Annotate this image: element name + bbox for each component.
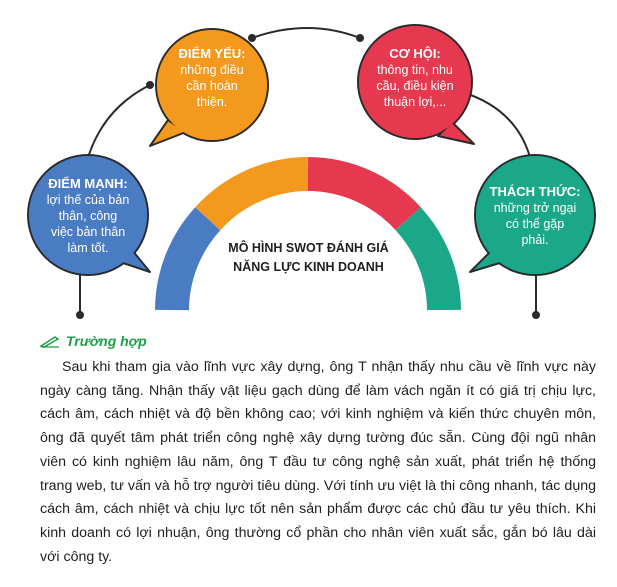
strength-line-3: việc bản thân — [50, 225, 126, 239]
bubble-threat-text: THÁCH THỨC: những trở ngại có thể gặp ph… — [475, 184, 595, 248]
swot-arc — [155, 157, 461, 311]
threat-line-1: những trở ngại — [493, 201, 577, 215]
opportunity-line-1: thông tin, nhu — [377, 63, 453, 77]
bubble-strength — [27, 154, 151, 276]
arc-weakness — [195, 157, 309, 231]
opportunity-title: CƠ HỘI: — [389, 46, 441, 61]
opportunity-line-2: cầu, điều kiện — [376, 79, 454, 93]
center-title-line-2: NĂNG LỰC KINH DOANH — [233, 260, 384, 274]
strength-line-4: làm tốt. — [67, 241, 109, 255]
connector-opportunity-threat — [461, 91, 533, 166]
threat-title: THÁCH THỨC: — [489, 184, 581, 199]
weakness-line-3: thiện. — [196, 95, 228, 109]
weakness-line-1: những điều — [180, 63, 244, 77]
bubble-weakness — [149, 28, 269, 147]
swot-center-title: MÔ HÌNH SWOT ĐÁNH GIÁ NĂNG LỰC KINH DOAN… — [200, 239, 417, 277]
connector-weakness-opportunity — [251, 27, 361, 39]
threat-line-2: có thể gặp — [505, 217, 565, 231]
swot-diagram-graphic — [27, 24, 596, 319]
case-heading: Trường hợp — [40, 333, 147, 349]
pencil-icon — [40, 336, 60, 348]
bubble-strength-text: ĐIỂM MẠNH: lợi thế của bản thân, công vi… — [28, 176, 148, 256]
bubble-opportunity-text: CƠ HỘI: thông tin, nhu cầu, điều kiện th… — [357, 46, 473, 110]
bubble-weakness-text: ĐIỂM YẾU: những điều cần hoàn thiện. — [156, 46, 268, 110]
swot-diagram: ĐIỂM YẾU: những điều cần hoàn thiện. CƠ … — [27, 24, 596, 319]
strength-line-1: lợi thế của bản — [46, 193, 130, 207]
bubble-opportunity — [357, 24, 475, 145]
threat-line-3: phải. — [521, 233, 549, 247]
bubble-threat — [469, 154, 596, 276]
case-heading-text: Trường hợp — [66, 333, 147, 349]
arc-opportunity — [307, 157, 421, 231]
opportunity-line-3: thuận lợi,... — [383, 95, 447, 109]
center-title-line-1: MÔ HÌNH SWOT ĐÁNH GIÁ — [228, 241, 389, 255]
weakness-title: ĐIỂM YẾU: — [178, 46, 246, 61]
strength-line-2: thân, công — [58, 209, 118, 223]
arc-strength — [155, 207, 221, 311]
weakness-line-2: cần hoàn — [186, 79, 238, 93]
case-paragraph: Sau khi tham gia vào lĩnh vực xây dựng, … — [40, 359, 596, 565]
arc-threat — [395, 207, 461, 311]
strength-title: ĐIỂM MẠNH: — [48, 176, 128, 191]
